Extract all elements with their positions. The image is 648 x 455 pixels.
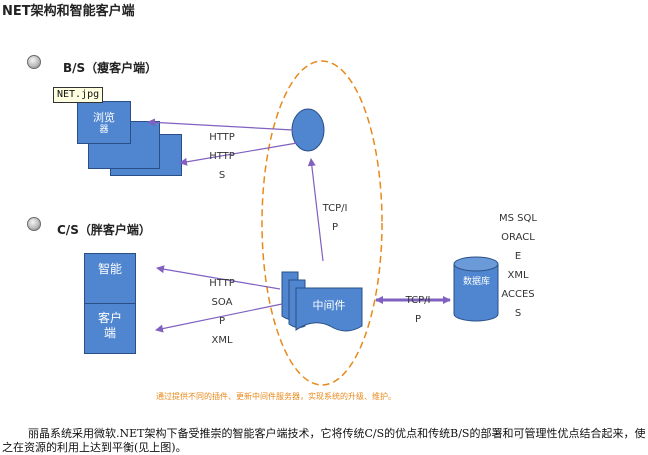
middle-tier-boundary [261, 60, 383, 386]
http-protocol-labels: HTTP HTTP S [200, 128, 244, 185]
protocol-label: TCP/I [322, 203, 348, 214]
browser-label: 浏览 [93, 111, 115, 124]
bs-radio-icon[interactable] [27, 55, 41, 69]
bs-section-label: B/S（瘦客户端） [63, 61, 158, 75]
smart-client-label-2: 客户 [97, 311, 122, 325]
page-title: NET架构和智能客户端 [2, 4, 135, 19]
protocol-label: HTTP [209, 151, 235, 162]
protocol-label: P [218, 316, 226, 327]
database-type: ACCES [501, 289, 535, 300]
protocol-label: S [218, 170, 226, 181]
smart-client-box-bottom: 客户 端 [84, 303, 136, 354]
arrow-middleware-to-client-2 [155, 303, 283, 333]
arrow-middleware-to-client-1 [156, 265, 281, 290]
web-server-node [291, 108, 325, 152]
arrow-server-to-browser-2 [179, 142, 298, 166]
database-type: E [514, 251, 522, 262]
cs-section-label: C/S（胖客户端） [57, 223, 151, 237]
protocol-label: HTTP [209, 132, 235, 143]
smart-client-label-1: 智能 [97, 262, 122, 276]
protocol-label: XML [211, 335, 233, 346]
middleware-label: 中间件 [312, 299, 346, 312]
client-protocol-labels: HTTP SOA P XML [200, 274, 244, 350]
protocol-label: P [331, 222, 339, 233]
middleware-node [281, 271, 363, 332]
cs-radio-icon[interactable] [27, 217, 41, 231]
image-filename-tooltip: NET.jpg [53, 87, 104, 103]
protocol-label: P [414, 314, 422, 325]
database-label: 数据库 [462, 277, 490, 287]
arrow-server-to-browser-1 [147, 118, 294, 131]
database-node [453, 256, 499, 322]
database-type: MS SQL [499, 213, 537, 224]
database-type: ORACL [501, 232, 535, 243]
smart-client-label-3: 端 [103, 326, 116, 340]
protocol-label: TCP/I [405, 295, 431, 306]
tcp-horizontal-labels: TCP/I P [398, 291, 438, 329]
protocol-label: HTTP [209, 278, 235, 289]
database-type: XML [507, 270, 529, 281]
protocol-label: SOA [211, 297, 233, 308]
browser-label-2: 器 [99, 125, 109, 135]
database-type: S [514, 308, 522, 319]
smart-client-box-top: 智能 [84, 253, 136, 305]
arrow-middleware-to-server [307, 158, 324, 262]
browser-box-1: 浏览 器 [77, 101, 131, 144]
tcp-vertical-labels: TCP/I P [315, 199, 355, 237]
database-type-list: MS SQL ORACL E XML ACCES S [494, 209, 542, 323]
description-paragraph: 丽晶系统采用微软.NET架构下备受推崇的智能客户端技术，它将传统C/S的优点和传… [2, 427, 646, 454]
upgrade-note: 通过提供不同的插件、更新中间件服务器，实现系统的升级、维护。 [156, 392, 396, 401]
